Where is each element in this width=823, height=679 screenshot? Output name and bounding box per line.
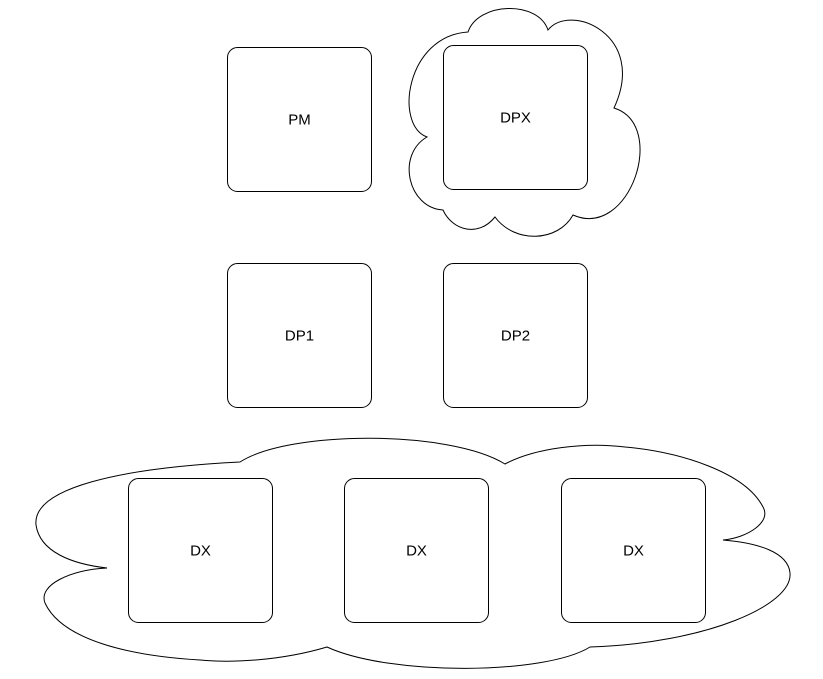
node-dx2-box [344,478,489,623]
node-dp2-label: DP2 [501,328,530,345]
node-dp1: DP1 [227,263,372,408]
node-dx1-label: DX [190,543,211,560]
node-dx3-box [561,478,706,623]
node-pm-label: PM [288,112,311,129]
node-dx3: DX [561,478,706,623]
node-dp2: DP2 [443,263,588,408]
node-dx1: DX [128,478,273,623]
node-dx3-label: DX [623,543,644,560]
node-dp1-label: DP1 [285,328,314,345]
node-dx2: DX [344,478,489,623]
node-dp2-box [443,263,588,408]
node-dpx: DPX [443,45,588,190]
node-dx1-box [128,478,273,623]
node-dx2-label: DX [406,543,427,560]
node-dp1-box [227,263,372,408]
node-pm: PM [227,47,372,192]
node-dpx-label: DPX [500,110,531,127]
node-dpx-box [443,45,588,190]
node-pm-box [227,47,372,192]
